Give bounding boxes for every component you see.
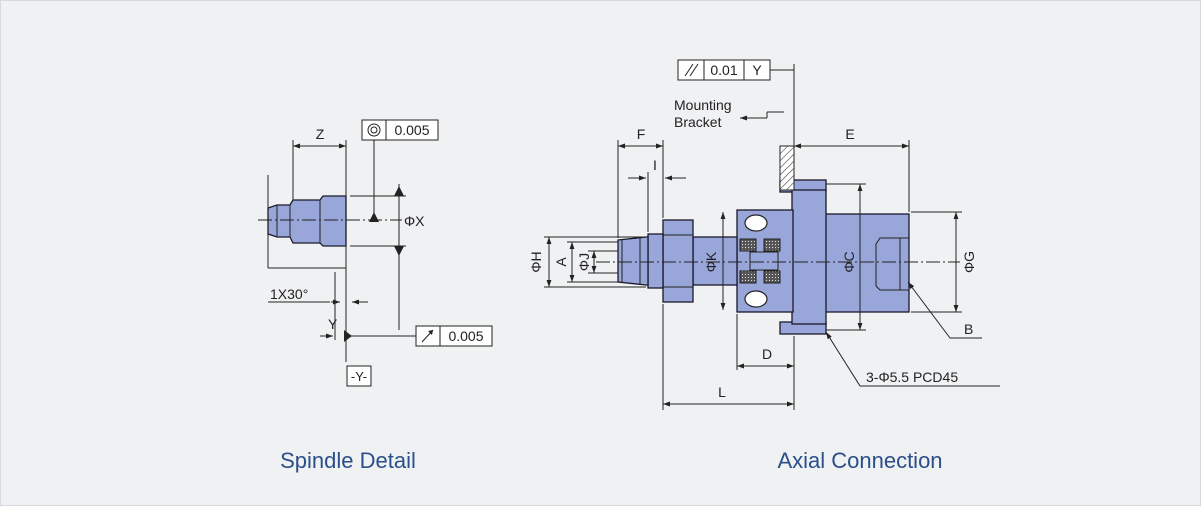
axial-caption: Axial Connection: [777, 448, 942, 473]
a-label: A: [553, 257, 569, 267]
parallelism-value: 0.01: [710, 62, 737, 78]
shaft-collar: [647, 233, 664, 289]
concentricity-tolerance-box: [385, 119, 439, 141]
j-diameter-label: ΦJ: [576, 253, 592, 271]
runout-tolerance-box: [439, 325, 493, 347]
spindle-caption: Spindle Detail: [280, 448, 416, 473]
hub: [692, 236, 738, 286]
spindle-detail: Z 0.005 ΦX 1X30° Y: [258, 119, 493, 387]
z-label: Z: [316, 126, 325, 142]
spindle-shaft: [267, 195, 347, 247]
concentricity-icon: [361, 119, 387, 141]
k-diameter-label: ΦK: [703, 251, 719, 272]
parallelism-datum: Y: [752, 62, 762, 78]
h-diameter-label: ΦH: [528, 251, 544, 272]
bracket-label: Bracket: [674, 114, 722, 130]
x-diameter-label: ΦX: [404, 213, 425, 229]
mounting-label: Mounting: [674, 97, 732, 113]
chamfer-label: 1X30°: [270, 286, 308, 302]
c-diameter-label: ΦC: [841, 251, 857, 272]
y-label: Y: [328, 316, 338, 332]
g-diameter-label: ΦG: [961, 251, 977, 273]
f-label: F: [637, 126, 646, 142]
runout-value: 0.005: [448, 328, 483, 344]
flange: [791, 189, 827, 325]
hex-nut: [662, 219, 694, 303]
b-label: B: [964, 321, 973, 337]
datum-y-label: -Y-: [351, 369, 367, 384]
d-label: D: [762, 346, 772, 362]
axial-connection: Mounting Bracket 0.01 Y F I E ΦH: [528, 59, 1000, 410]
l-label: L: [718, 384, 726, 400]
holes-label: 3-Φ5.5 PCD45: [866, 369, 958, 385]
datum-y-box: [346, 365, 372, 387]
concentricity-value: 0.005: [394, 122, 429, 138]
e-label: E: [845, 126, 854, 142]
i-label: I: [653, 157, 657, 173]
mounting-bracket: [779, 145, 795, 191]
parallelism-icon: [677, 59, 705, 81]
